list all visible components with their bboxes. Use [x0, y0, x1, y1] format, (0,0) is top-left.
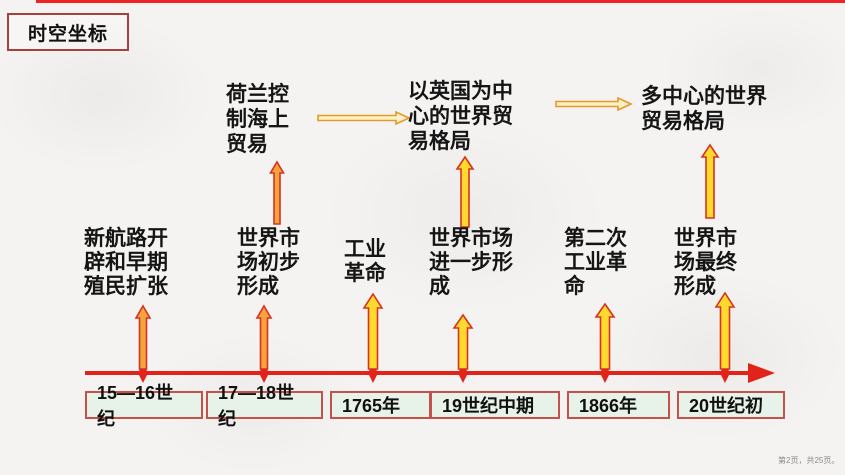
- event-label-further-market: 世界市场 进一步形 成: [429, 227, 513, 298]
- top-flow-label-multicenter: 多中心的世界 贸易格局: [641, 85, 767, 133]
- event-up-arrow-icon: [134, 304, 152, 370]
- event-up-arrow-icon: [714, 291, 736, 370]
- date-box-1765: 1765年: [330, 391, 431, 419]
- flow-up-arrow-icon: [700, 143, 720, 219]
- event-up-arrow-icon: [362, 292, 384, 370]
- event-label-new-routes: 新航路开 辟和早期 殖民扩张: [84, 227, 168, 298]
- slide-title-box: 时空坐标: [7, 13, 129, 51]
- date-box-early-20c: 20世纪初: [677, 391, 785, 419]
- date-box-mid-19c: 19世纪中期: [430, 391, 560, 419]
- top-accent-line: [36, 0, 845, 3]
- date-box-1866: 1866年: [567, 391, 670, 419]
- date-label: 15—16世纪: [97, 383, 174, 429]
- timeline-arrowhead-icon: [748, 363, 775, 383]
- event-label-second-ind-rev: 第二次 工业革 命: [564, 227, 627, 298]
- date-label: 20世纪初: [689, 396, 764, 416]
- event-label-initial-market: 世界市 场初步 形成: [237, 227, 300, 298]
- flow-horizontal-arrow-icon: [555, 96, 633, 112]
- top-flow-label-britain: 以英国为中 心的世界贸 易格局: [408, 80, 513, 153]
- flow-horizontal-arrow-icon: [317, 110, 411, 126]
- date-label: 1866年: [579, 396, 638, 416]
- flow-up-arrow-icon: [455, 155, 475, 228]
- date-box-15-16c: 15—16世纪: [85, 383, 203, 429]
- date-box-17-18c: 17—18世纪: [206, 383, 323, 429]
- flow-up-arrow-icon: [269, 160, 285, 225]
- date-label: 17—18世纪: [218, 383, 295, 429]
- event-label-final-market: 世界市 场最终 形成: [674, 227, 737, 298]
- date-label: 1765年: [342, 396, 401, 416]
- event-up-arrow-icon: [452, 313, 474, 370]
- page-footer: 第2页，共25页。: [778, 456, 840, 465]
- slide-title: 时空坐标: [27, 23, 108, 45]
- event-up-arrow-icon: [255, 304, 273, 370]
- date-label: 19世纪中期: [442, 396, 535, 416]
- top-flow-label-dutch: 荷兰控 制海上 贸易: [226, 83, 289, 156]
- event-label-industrial-rev: 工业 革命: [344, 238, 386, 285]
- event-up-arrow-icon: [594, 302, 616, 370]
